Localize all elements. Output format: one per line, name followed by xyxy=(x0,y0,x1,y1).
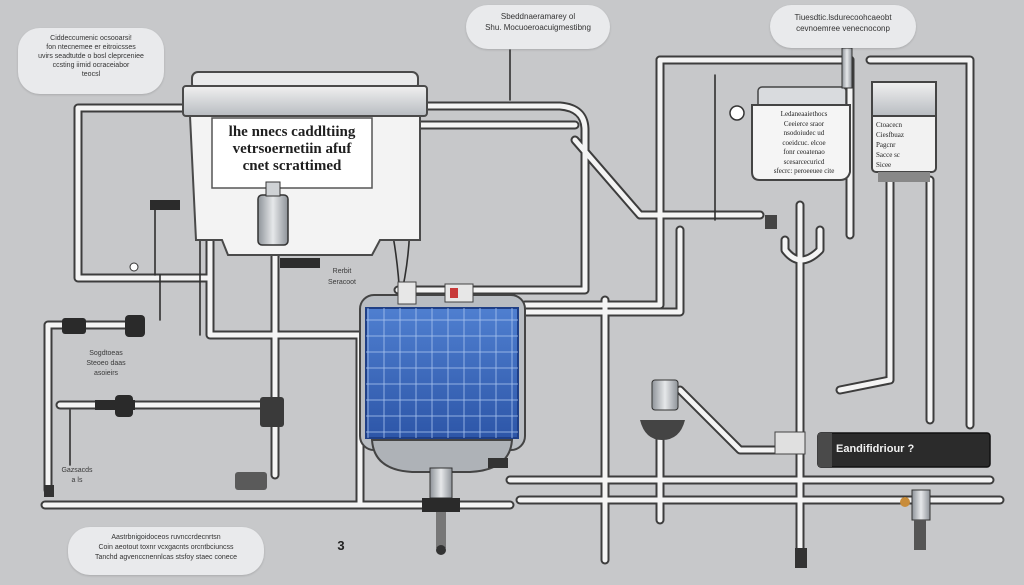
inlet-valve xyxy=(129,181,320,272)
callout-line: fon ntecnemee er eitroicsses xyxy=(46,44,136,51)
box-line: Ceeierce sraor xyxy=(783,119,825,128)
box-line: nsodoiudec ud xyxy=(783,129,825,137)
callout-line: teocsl xyxy=(81,71,101,78)
box-line: coeidcuc. elcoe xyxy=(782,138,826,147)
label-line: Gazsacds xyxy=(61,467,93,474)
right-box-text: Ledaneaaiethocs Ceeierce sraor nsodoiude… xyxy=(760,110,848,177)
callout-top-center: Sbeddnaeramarey ol Shu. Mocuoeroacuigmes… xyxy=(466,5,610,49)
label-line: Sogdtoeas xyxy=(89,350,123,357)
label-line: Rerbit xyxy=(332,268,352,275)
box-line: sfecrc: peroeeuee cite xyxy=(773,167,835,175)
box-line: Pagcnr xyxy=(876,141,896,149)
callout-line: uvirs seadtutde o bosl cleprceniee xyxy=(38,53,144,60)
callout-line: Ciddeccumenic ocsooarsi! xyxy=(50,35,132,42)
label-line: asoieirs xyxy=(93,370,119,377)
right-tall-tank xyxy=(871,81,937,182)
box-line: Ledaneaaiethocs xyxy=(780,110,828,118)
callout-line: Tanchd agvenccnennlcas stsfoy staec cone… xyxy=(94,554,238,561)
label-line: Steoeo daas xyxy=(86,360,126,367)
box-line: Sicee xyxy=(876,161,892,169)
callout-line: Shu. Mocuoeroacuigmestibng xyxy=(485,23,591,32)
tank-title-line: lhe nnecs caddltiing xyxy=(228,124,356,140)
callout-line: Tiuesdtic.lsdurecoohcaeobt xyxy=(794,13,892,22)
label-line: a ls xyxy=(71,477,83,484)
box-line: Ctoacecn xyxy=(876,121,903,129)
pipe-network xyxy=(40,49,1005,565)
callout-top-right: Tiuesdtic.lsdurecoohcaeobt cevnoemree ve… xyxy=(770,5,916,48)
callout-line: ccsting iimid ocraceiabor xyxy=(52,62,130,69)
box-line: fonr ceoatenao xyxy=(783,148,825,156)
main-tank xyxy=(182,71,428,256)
center-valves xyxy=(640,215,806,455)
callout-bottom-left: Aastrbnigoidoceos ruvnccrdecnrtsn Coin a… xyxy=(68,527,264,575)
filter-unit xyxy=(795,432,991,568)
box-line: Ciesfbuaz xyxy=(876,131,904,139)
callout-line: Coin aeotout toxnr vcxgacnts orcntbciunc… xyxy=(98,544,234,551)
page-number: 3 xyxy=(337,538,345,553)
tank-title-line: vetrsoernetiin afuf xyxy=(232,141,352,157)
right-box-tank xyxy=(729,47,853,181)
label-line: Seracoot xyxy=(327,279,357,286)
callout-line: Aastrbnigoidoceos ruvnccrdecnrtsn xyxy=(111,534,221,541)
solar-collector xyxy=(359,281,526,555)
callout-line: Sbeddnaeramarey ol xyxy=(500,12,576,21)
filter-label: Eandifidriour ? xyxy=(836,443,915,455)
label-left-mid: Sogdtoeas Steoeo daas asoieirs xyxy=(70,349,142,379)
box-line: scesarcecuricd xyxy=(783,157,825,166)
callout-top-left: Ciddeccumenic ocsooarsi! fon ntecnemee e… xyxy=(18,28,164,94)
label-left-low: Gazsacds a ls xyxy=(54,466,100,486)
main-tank-title: lhe nnecs caddltiing vetrsoernetiin afuf… xyxy=(212,124,372,175)
box-line: Sacce sc xyxy=(876,151,900,159)
callout-line: cevnoemree venecnoconp xyxy=(796,24,890,33)
left-couplings xyxy=(44,315,284,497)
right-tall-tank-text: Ctoacecn Ciesfbuaz Pagcnr Sacce sc Sicee xyxy=(876,120,932,170)
label-upper-mid: Rerbit Seracoot xyxy=(312,266,372,288)
tank-title-line: cnet scrattimed xyxy=(242,158,342,174)
